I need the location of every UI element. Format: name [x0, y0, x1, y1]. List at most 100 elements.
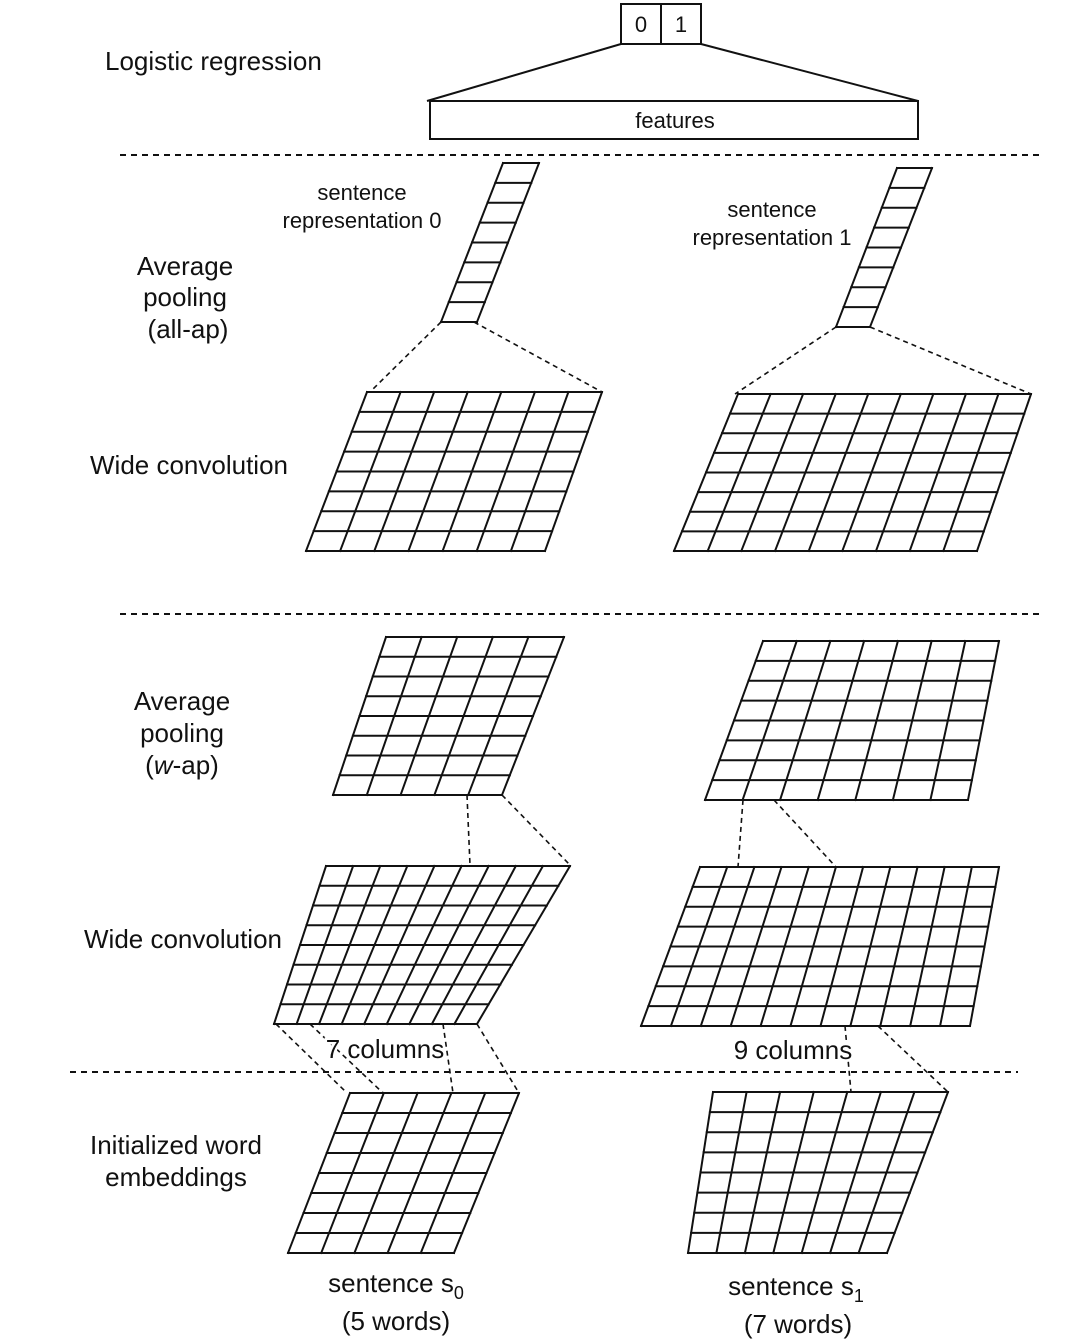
connector-s1-pool-right: [773, 799, 837, 868]
label-wide-convolution-bottom: Wide convolution: [84, 924, 282, 954]
grid-s1-sentence-repr-col-line-1: [868, 166, 934, 329]
grid-s1-conv2-col-line-0: [639, 865, 702, 1028]
grid-s1-conv2-col-line-11: [968, 865, 1001, 1028]
grid-s0-embeddings-col-line-3: [386, 1091, 453, 1255]
grid-s0-sentence-repr-col-line-1: [475, 161, 541, 324]
output-cell-0-label: 0: [635, 12, 647, 37]
grid-s0-embeddings-col-line-2: [353, 1091, 419, 1255]
sentence-s1-sub: 1: [854, 1286, 864, 1306]
grid-s0-conv2: [272, 864, 572, 1026]
label-word-embeddings-line1: Initialized word: [90, 1130, 262, 1160]
grid-s1-conv1-col-line-5: [841, 392, 903, 553]
label-all-ap-line2: pooling: [143, 282, 227, 312]
grid-s0-wap-col-line-2: [399, 635, 459, 797]
grid-s1-conv2-col-line-6: [819, 865, 865, 1028]
grid-s1-conv1-col-line-3: [773, 392, 837, 553]
connector-s0-embed-4: [476, 1023, 520, 1094]
grid-s1-conv2-col-line-3: [729, 865, 783, 1028]
sentence-s0-prefix: sentence s: [328, 1268, 454, 1298]
grid-s1-conv1-col-line-7: [908, 392, 968, 553]
connector-s1-embed-2: [877, 1025, 949, 1093]
sentence-representation-0-line2: representation 0: [283, 208, 442, 233]
label-w-ap-italic: w: [154, 750, 175, 780]
grid-s1-wap-col-line-2: [778, 639, 832, 802]
fan-line-left: [426, 43, 622, 102]
grid-s0-wap-col-line-5: [500, 635, 566, 797]
grid-s1-embeddings-col-line-1: [715, 1090, 748, 1255]
grid-s1-embeddings-col-line-5: [828, 1090, 883, 1255]
connector-s0-embed-1: [275, 1023, 348, 1094]
grid-s0-wap-col-line-4: [466, 635, 530, 797]
grid-s1-wap-col-line-3: [816, 639, 866, 802]
grid-s1-wap-col-line-5: [891, 639, 933, 802]
sentence-representation-0-line1: sentence: [317, 180, 406, 205]
sentence-s0-label: sentence s0: [328, 1268, 464, 1303]
grid-s0-embeddings-col-line-5: [452, 1091, 521, 1255]
grid-s1-embeddings-col-line-6: [857, 1090, 916, 1255]
fan-line-right: [700, 43, 919, 102]
grid-s0-sentence-repr: [439, 161, 541, 324]
grid-s1-conv1-col-line-2: [740, 392, 805, 553]
grid-s0-conv2-col-line-1: [295, 864, 355, 1026]
label-word-embeddings-line2: embeddings: [105, 1162, 247, 1192]
grid-s1-embeddings-col-line-7: [885, 1090, 950, 1255]
sentence-representation-1-line2: representation 1: [693, 225, 852, 250]
grid-s0-conv1: [304, 390, 604, 553]
grid-s1-embeddings: [686, 1090, 950, 1255]
grid-s0-conv2-col-line-0: [272, 864, 328, 1026]
grid-s1-wap: [703, 639, 1001, 802]
grid-s1-conv1-col-line-0: [672, 392, 740, 553]
grid-s1-embeddings-col-line-3: [772, 1090, 815, 1255]
connectors: [275, 321, 1032, 1094]
grid-s1-conv2-col-line-8: [879, 865, 919, 1028]
connector-s1-repr-right: [869, 326, 1032, 395]
sentence-s0-words: (5 words): [342, 1306, 450, 1336]
grid-s1-conv2-col-line-2: [699, 865, 756, 1028]
grid-s1-wap-col-line-4: [854, 639, 900, 802]
sentence-representation-1-line1: sentence: [727, 197, 816, 222]
connector-s0-pool-left: [466, 794, 471, 866]
connector-s0-repr-left: [369, 321, 442, 393]
grid-s1-conv2-col-line-10: [938, 865, 973, 1028]
grid-s1-wap-col-line-7: [966, 639, 1001, 802]
features-label: features: [635, 108, 715, 133]
sentence-s1-words: (7 words): [744, 1309, 852, 1339]
features-box: [429, 100, 919, 140]
grid-s0-conv1-col-line-6: [509, 390, 570, 553]
label-all-ap-line3: (all-ap): [148, 314, 229, 344]
grid-s1-conv2-col-line-4: [759, 865, 810, 1028]
grid-s0-conv2-col-line-8: [453, 864, 545, 1026]
grid-s1-conv1: [672, 392, 1033, 553]
grid-s1-conv1-col-line-6: [874, 392, 935, 553]
grid-s0-conv2-col-line-9: [475, 864, 572, 1026]
grid-s1-sentence-repr-col-line-0: [834, 166, 899, 329]
connector-s1-repr-left: [734, 326, 837, 395]
grid-s0-embeddings-col-line-1: [319, 1091, 386, 1255]
grid-s1-conv1-col-line-8: [942, 392, 1000, 553]
grid-s1-embeddings-col-line-4: [800, 1090, 849, 1255]
grid-s0-embeddings: [286, 1091, 521, 1255]
grid-s0-conv1-col-line-4: [441, 390, 503, 553]
grid-s1-conv2-col-line-7: [849, 865, 892, 1028]
grid-s1-wap-col-line-6: [929, 639, 967, 802]
label-w-ap-line1: Average: [134, 686, 230, 716]
grid-s1-conv1-col-line-1: [706, 392, 772, 553]
output-cell-1: [660, 3, 702, 45]
grid-s0-conv2-col-line-6: [407, 864, 491, 1026]
grid-s1-wap-col-line-1: [741, 639, 798, 802]
label-logistic-regression: Logistic regression: [105, 46, 322, 76]
label-wide-convolution-top: Wide convolution: [90, 450, 288, 480]
grid-s1-sentence-repr: [834, 166, 934, 329]
grid-s0-conv1-col-line-1: [338, 390, 402, 553]
grid-s0-conv2-col-line-7: [430, 864, 518, 1026]
grid-s0-wap-col-line-0: [331, 635, 388, 797]
grid-s1-conv2-col-line-9: [909, 865, 946, 1028]
grid-s0-conv1-col-line-7: [543, 390, 604, 553]
connector-s0-pool-right: [501, 794, 571, 866]
grid-s0-conv2-col-line-5: [385, 864, 463, 1026]
grid-s0-embeddings-col-line-0: [286, 1091, 352, 1255]
output-cell-1-label: 1: [675, 12, 687, 37]
label-w-ap-line2: pooling: [140, 718, 224, 748]
label-w-ap-line3: (w-ap): [145, 750, 219, 780]
grid-s0-wap-col-line-1: [365, 635, 423, 797]
